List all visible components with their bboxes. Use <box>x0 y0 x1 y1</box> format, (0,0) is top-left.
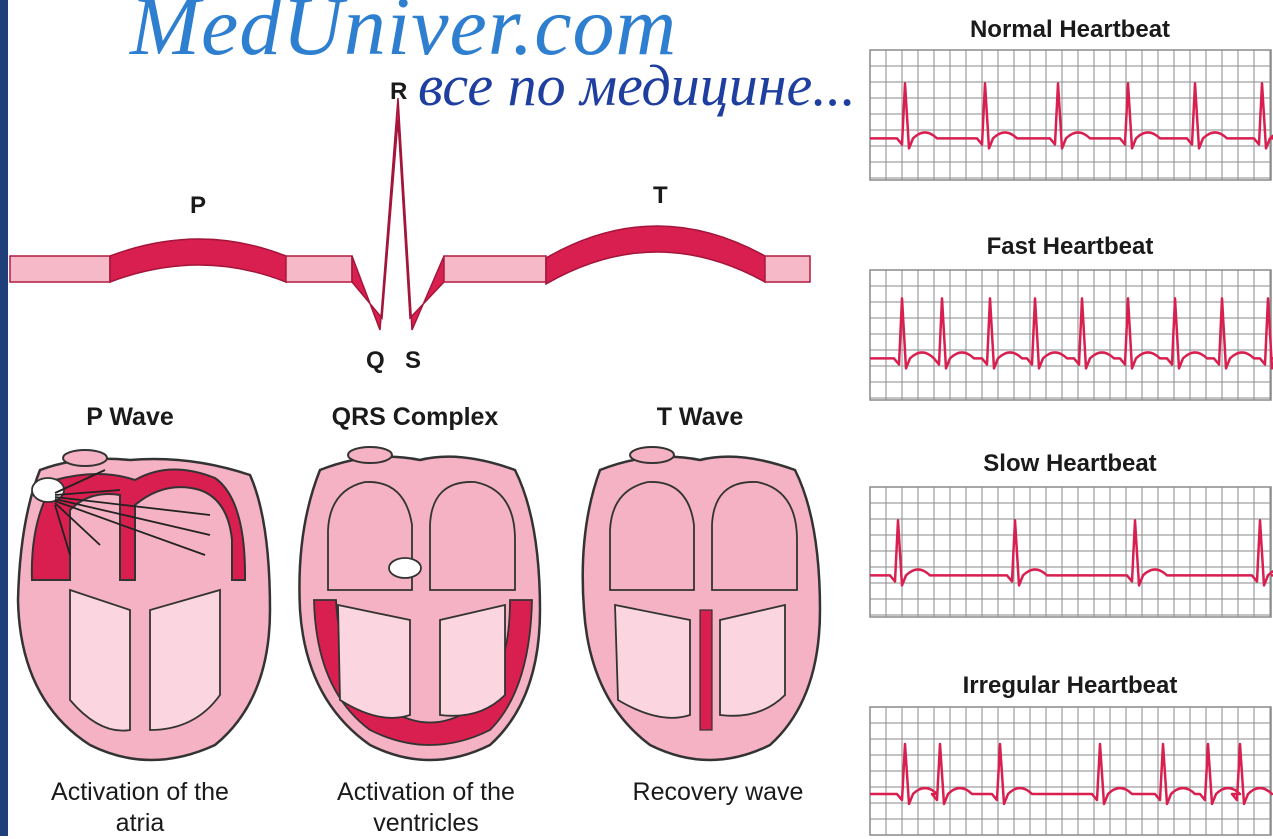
heart-p-wave <box>18 450 270 760</box>
qrs-caption-line1: Activation of the <box>296 777 556 808</box>
p-wave-caption-line2: atria <box>10 808 270 839</box>
p-wave-label: P <box>190 192 206 220</box>
p-wave-heading: P Wave <box>30 403 230 432</box>
fast-strip <box>870 270 1273 400</box>
watermark-tagline: все по медицине... <box>418 52 856 119</box>
qrs-caption-line2: ventricles <box>296 808 556 839</box>
slow-heartbeat-title: Slow Heartbeat <box>870 450 1270 478</box>
irregular-heartbeat-title: Irregular Heartbeat <box>870 672 1270 700</box>
fast-heartbeat-title: Fast Heartbeat <box>870 233 1270 261</box>
normal-heartbeat-title: Normal Heartbeat <box>870 16 1270 44</box>
irregular-strip <box>870 707 1272 835</box>
heart-qrs-complex <box>299 447 540 760</box>
qrs-caption: Activation of the ventricles <box>296 777 556 839</box>
heart-t-wave <box>583 447 820 760</box>
r-peak-label: R <box>390 78 407 106</box>
t-wave-caption: Recovery wave <box>588 777 848 808</box>
qrs-complex-heading: QRS Complex <box>300 403 530 432</box>
normal-strip <box>870 50 1273 180</box>
t-wave-caption-line1: Recovery wave <box>588 777 848 808</box>
t-wave-heading: T Wave <box>600 403 800 432</box>
slow-strip <box>870 487 1273 617</box>
p-wave-caption: Activation of the atria <box>10 777 270 839</box>
p-wave-caption-line1: Activation of the <box>10 777 270 808</box>
q-point-label: Q <box>366 347 385 375</box>
ecg-waveform <box>10 98 810 330</box>
t-wave-label: T <box>653 182 668 210</box>
s-point-label: S <box>405 347 421 375</box>
ecg-strip-grids <box>870 50 1273 835</box>
